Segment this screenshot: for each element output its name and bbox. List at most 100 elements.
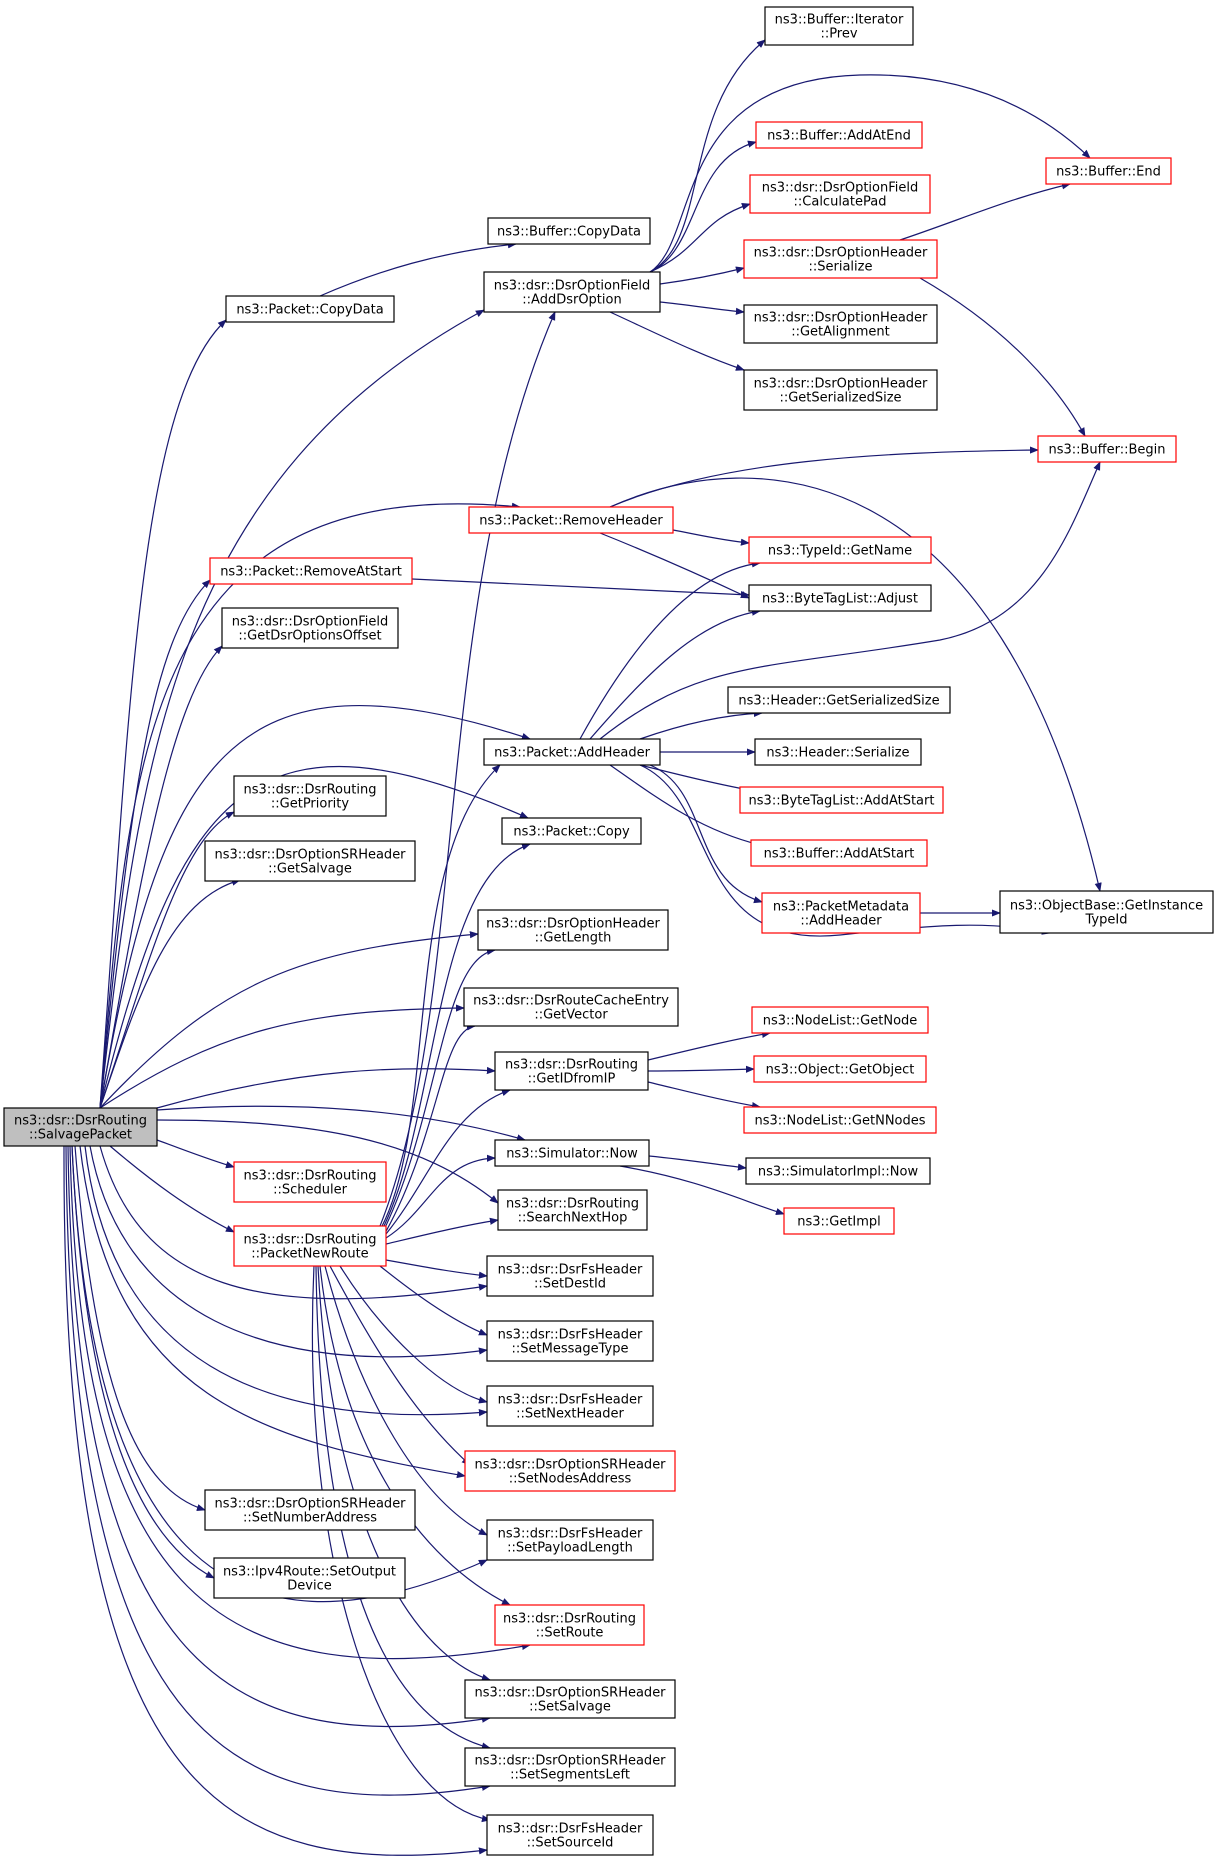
- edge-dsr_packetnewroute-to-pkt_copy: [379, 843, 531, 1235]
- node-buf_end[interactable]: ns3::Buffer::End: [1045, 157, 1172, 185]
- node-buf_addatend[interactable]: ns3::Buffer::AddAtEnd: [755, 121, 923, 149]
- node-pkt_copy[interactable]: ns3::Packet::Copy: [501, 817, 642, 845]
- node-box: [3, 1107, 158, 1147]
- node-box: [464, 1450, 676, 1492]
- node-ohdr_getsersize[interactable]: ns3::dsr::DsrOptionHeader::GetSerialized…: [743, 369, 938, 411]
- node-buf_prev[interactable]: ns3::Buffer::Iterator::Prev: [764, 6, 914, 46]
- edge-dsr_packetnewroute-to-fs_setmessagetype: [379, 1265, 488, 1336]
- node-box: [748, 584, 932, 612]
- edge-dsr_packetnewroute-to-ohdr_getlength: [379, 947, 496, 1239]
- edge-root-to-dsr_scheduler: [156, 1139, 235, 1169]
- node-pkt_copydata[interactable]: ns3::Packet::CopyData: [225, 295, 395, 323]
- node-getimpl[interactable]: ns3::GetImpl: [783, 1207, 895, 1235]
- node-hdr_serialize[interactable]: ns3::Header::Serialize: [754, 738, 922, 766]
- edge-pkt_copydata-to-buf_copydata: [319, 241, 517, 297]
- node-label-line: ns3::Buffer::End: [1056, 165, 1161, 180]
- node-label-line: ::Prev: [820, 27, 857, 42]
- node-box: [464, 1679, 676, 1719]
- edge-root-to-pkt_copydata: [99, 319, 227, 1109]
- edge-root-to-srh_getsalvage: [99, 878, 241, 1109]
- node-pm_addheader[interactable]: ns3::PacketMetadata::AddHeader: [761, 892, 921, 934]
- node-fs_setmessagetype[interactable]: ns3::dsr::DsrFsHeader::SetMessageType: [486, 1320, 654, 1362]
- edges-layer: [63, 39, 1102, 1856]
- edge-ohdr_serialize-to-buf_begin: [919, 277, 1086, 437]
- node-hdr_getsersize[interactable]: ns3::Header::GetSerializedSize: [727, 686, 951, 714]
- node-typeid_getname[interactable]: ns3::TypeId::GetName: [748, 536, 932, 564]
- node-box: [213, 1557, 406, 1599]
- node-label-line: ::PacketNewRoute: [251, 1247, 368, 1262]
- node-srh_setnumberaddress[interactable]: ns3::dsr::DsrOptionSRHeader::SetNumberAd…: [204, 1489, 416, 1531]
- node-btl_adjust[interactable]: ns3::ByteTagList::Adjust: [748, 584, 932, 612]
- node-dsr_searchnexthop[interactable]: ns3::dsr::DsrRouting::SearchNextHop: [497, 1189, 648, 1231]
- edge-dsr_packetnewroute-to-fs_setdestid: [385, 1259, 488, 1279]
- node-label-line: ns3::dsr::DsrOptionSRHeader: [474, 1458, 666, 1473]
- node-dsr_setroute[interactable]: ns3::dsr::DsrRouting::SetRoute: [494, 1604, 645, 1646]
- node-label-line: TypeId: [1085, 913, 1128, 928]
- node-sim_now[interactable]: ns3::Simulator::Now: [494, 1139, 650, 1167]
- edge-pkt_removeheader-to-buf_begin: [609, 446, 1039, 508]
- node-label-line: ns3::dsr::DsrFsHeader: [498, 1822, 643, 1837]
- node-nl_getnode[interactable]: ns3::NodeList::GetNode: [751, 1006, 929, 1034]
- node-box: [743, 369, 938, 411]
- node-box: [783, 1207, 895, 1235]
- node-box: [209, 557, 413, 585]
- edge-pkt_removeheader-to-btl_adjust: [599, 532, 750, 599]
- node-fs_setnextheader[interactable]: ns3::dsr::DsrFsHeader::SetNextHeader: [486, 1385, 654, 1427]
- node-box: [221, 607, 399, 649]
- node-box: [497, 1189, 648, 1231]
- node-pkt_addheader[interactable]: ns3::Packet::AddHeader: [483, 738, 661, 766]
- node-box: [753, 1055, 927, 1083]
- edge-root-to-fs_setnextheader: [84, 1145, 488, 1417]
- node-box: [463, 987, 679, 1027]
- node-buf_copydata[interactable]: ns3::Buffer::CopyData: [487, 217, 651, 245]
- edge-root-to-sim_now: [156, 1105, 526, 1142]
- node-calcpad[interactable]: ns3::dsr::DsrOptionField::CalculatePad: [749, 174, 931, 214]
- node-pkt_removeatstart[interactable]: ns3::Packet::RemoveAtStart: [209, 557, 413, 585]
- node-ohdr_getalign[interactable]: ns3::dsr::DsrOptionHeader::GetAlignment: [743, 304, 938, 344]
- node-dsr_getpriority[interactable]: ns3::dsr::DsrRouting::GetPriority: [233, 775, 387, 817]
- node-label-line: ns3::dsr::DsrRouting: [14, 1114, 147, 1129]
- node-rce_getvector[interactable]: ns3::dsr::DsrRouteCacheEntry::GetVector: [463, 987, 679, 1027]
- node-dsr_packetnewroute[interactable]: ns3::dsr::DsrRouting::PacketNewRoute: [233, 1225, 387, 1267]
- edge-sim_now-to-getimpl: [619, 1165, 785, 1215]
- node-buf_addatstart[interactable]: ns3::Buffer::AddAtStart: [750, 839, 928, 867]
- edge-pkt_removeheader-to-typeid_getname: [672, 529, 750, 546]
- node-nl_getnnodes[interactable]: ns3::NodeList::GetNNodes: [743, 1106, 937, 1134]
- node-srh_setsalvage[interactable]: ns3::dsr::DsrOptionSRHeader::SetSalvage: [464, 1679, 676, 1719]
- node-btl_addatstart[interactable]: ns3::ByteTagList::AddAtStart: [739, 786, 944, 814]
- edge-pkt_addheader-to-buf_begin: [599, 461, 1101, 740]
- node-getdsroptionsoffset[interactable]: ns3::dsr::DsrOptionField::GetDsrOptionsO…: [221, 607, 399, 649]
- node-ohdr_getlength[interactable]: ns3::dsr::DsrOptionHeader::GetLength: [477, 909, 669, 951]
- node-box: [1045, 157, 1172, 185]
- node-obj_getobject[interactable]: ns3::Object::GetObject: [753, 1055, 927, 1083]
- node-fs_setpayloadlength[interactable]: ns3::dsr::DsrFsHeader::SetPayloadLength: [486, 1519, 654, 1561]
- node-srh_setnodesaddress[interactable]: ns3::dsr::DsrOptionSRHeader::SetNodesAdd…: [464, 1450, 676, 1492]
- node-srh_setsegmentsleft[interactable]: ns3::dsr::DsrOptionSRHeader::SetSegments…: [464, 1747, 676, 1787]
- node-label-line: ns3::Buffer::CopyData: [497, 225, 641, 240]
- node-buf_begin[interactable]: ns3::Buffer::Begin: [1037, 435, 1177, 463]
- node-adddsroption[interactable]: ns3::dsr::DsrOptionField::AddDsrOption: [483, 271, 661, 313]
- node-srh_getsalvage[interactable]: ns3::dsr::DsrOptionSRHeader::GetSalvage: [204, 840, 416, 882]
- node-label-line: ::SetMessageType: [512, 1342, 629, 1357]
- node-ohdr_serialize[interactable]: ns3::dsr::DsrOptionHeader::Serialize: [743, 239, 938, 279]
- node-box: [727, 686, 951, 714]
- node-box: [761, 892, 921, 934]
- edge-root-to-fs_setmessagetype: [89, 1145, 488, 1358]
- node-pkt_removeheader[interactable]: ns3::Packet::RemoveHeader: [468, 506, 674, 534]
- node-dsr_getidfromip[interactable]: ns3::dsr::DsrRouting::GetIDfromIP: [494, 1051, 649, 1091]
- node-dsr_scheduler[interactable]: ns3::dsr::DsrRouting::Scheduler: [233, 1161, 387, 1203]
- node-label-line: ::Serialize: [809, 260, 873, 275]
- node-label-line: ns3::dsr::DsrOptionField: [762, 181, 918, 196]
- node-simimpl_now[interactable]: ns3::SimulatorImpl::Now: [745, 1157, 931, 1185]
- edge-dsr_packetnewroute-to-srh_setsalvage: [317, 1265, 491, 1681]
- node-label-line: ::SetPayloadLength: [507, 1541, 633, 1556]
- node-fs_setsourceid[interactable]: ns3::dsr::DsrFsHeader::SetSourceId: [486, 1814, 654, 1856]
- node-label-line: ::GetIDfromIP: [528, 1072, 616, 1087]
- node-fs_setdestid[interactable]: ns3::dsr::DsrFsHeader::SetDestId: [486, 1255, 654, 1297]
- edge-dsr_packetnewroute-to-rce_getvector: [379, 1023, 476, 1243]
- node-box: [501, 817, 642, 845]
- edge-root-to-srh_setsalvage: [67, 1145, 491, 1728]
- node-label-line: ::SetSourceId: [527, 1836, 614, 1851]
